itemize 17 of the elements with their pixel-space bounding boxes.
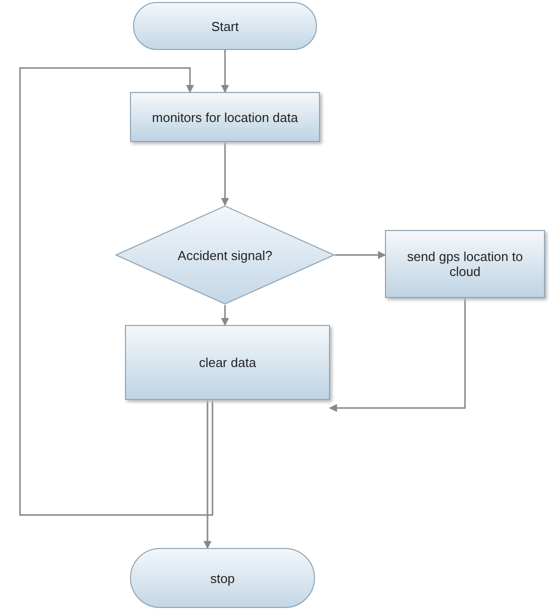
- arrow: [204, 400, 212, 549]
- arrow: [19, 67, 214, 516]
- process-box: [130, 92, 320, 142]
- node-label: Start: [211, 18, 239, 34]
- arrow: [221, 305, 229, 326]
- arrow: [335, 251, 386, 259]
- arrow: [221, 142, 229, 206]
- node-label: stop: [210, 570, 235, 586]
- process-box: [125, 325, 330, 400]
- node-label: clear data: [198, 355, 256, 370]
- node-label: monitors for location data: [152, 110, 298, 124]
- decision-diamond: [115, 205, 335, 305]
- arrow: [329, 298, 466, 412]
- arrow: [221, 50, 229, 93]
- node-label: send gps location to cloud: [406, 249, 524, 279]
- process-box: [385, 230, 545, 298]
- node-label: Accident signal?: [178, 248, 272, 262]
